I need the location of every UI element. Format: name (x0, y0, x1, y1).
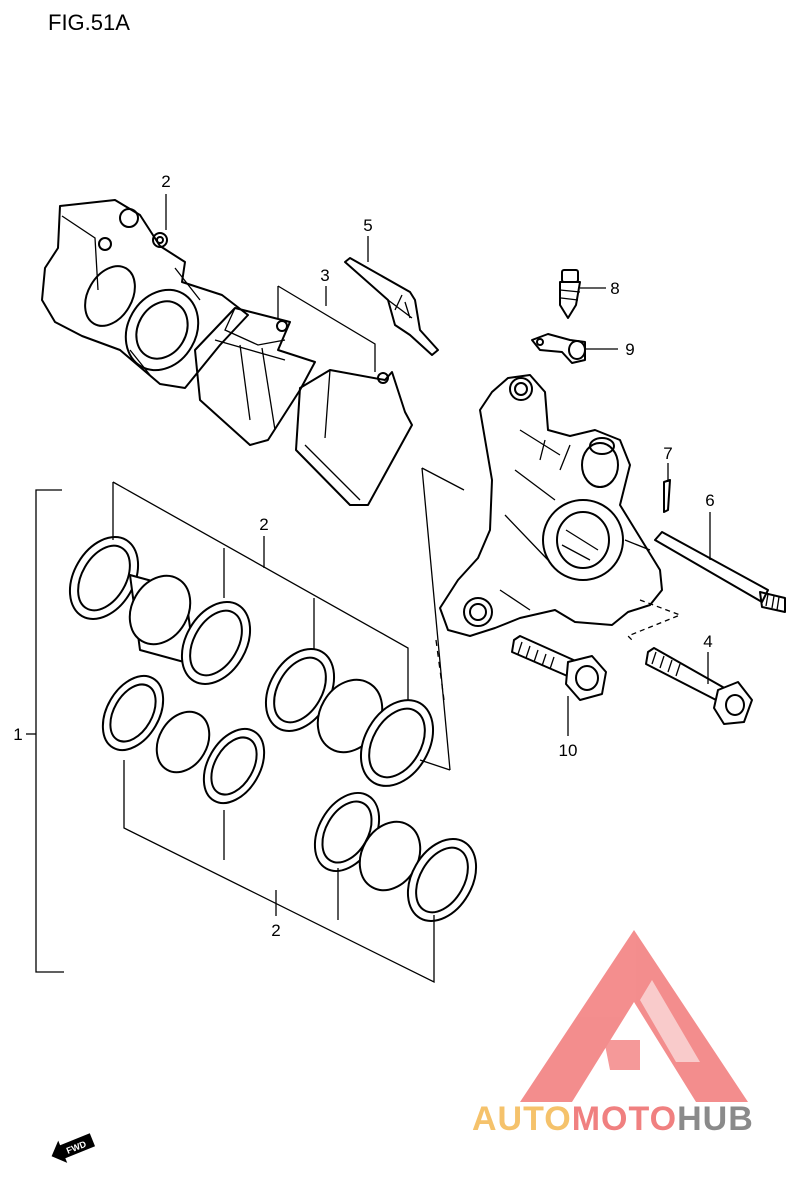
watermark-hub: HUB (677, 1100, 754, 1138)
watermark-brand: AUTOMOTOHUB (472, 1100, 754, 1138)
figure-title: FIG.51A (48, 10, 130, 35)
brake-pads (194, 285, 413, 506)
callout-4: 4 (703, 632, 712, 651)
bleeder-cap (531, 333, 586, 364)
watermark-auto: AUTO (472, 1100, 572, 1138)
callout-8: 8 (610, 279, 619, 298)
piston-seal-kit-3 (264, 648, 435, 787)
callout-2-upper: 2 (259, 515, 268, 534)
callout-10: 10 (559, 741, 578, 760)
watermark-logo (520, 930, 748, 1102)
caliper-bolt-short (645, 647, 753, 725)
pin-clip (663, 479, 671, 513)
fwd-arrow-icon: FWD (51, 1133, 96, 1163)
caliper-housing (41, 199, 249, 389)
callout-3: 3 (320, 266, 329, 285)
bleeder-valve (559, 269, 581, 319)
watermark-moto: MOTO (572, 1100, 677, 1138)
piston-seal-kit-4 (313, 792, 478, 922)
callout-5: 5 (363, 216, 372, 235)
callout-9: 9 (625, 340, 634, 359)
piston-seal-kit-2 (101, 675, 266, 804)
callout-6: 6 (705, 491, 714, 510)
caliper-bolt-long (511, 635, 607, 701)
pad-spring (344, 257, 439, 356)
caliper-bracket (439, 374, 663, 637)
callout-2-top: 2 (161, 172, 170, 191)
leader-lines (26, 194, 711, 984)
callout-1: 1 (13, 725, 22, 744)
callout-7: 7 (663, 444, 672, 463)
piston-seal-kit-1 (68, 536, 252, 685)
callout-labels: 1 2 2 2 3 4 5 6 7 8 9 10 (13, 172, 714, 940)
callout-2-lower: 2 (271, 921, 280, 940)
slide-pin (654, 531, 786, 613)
